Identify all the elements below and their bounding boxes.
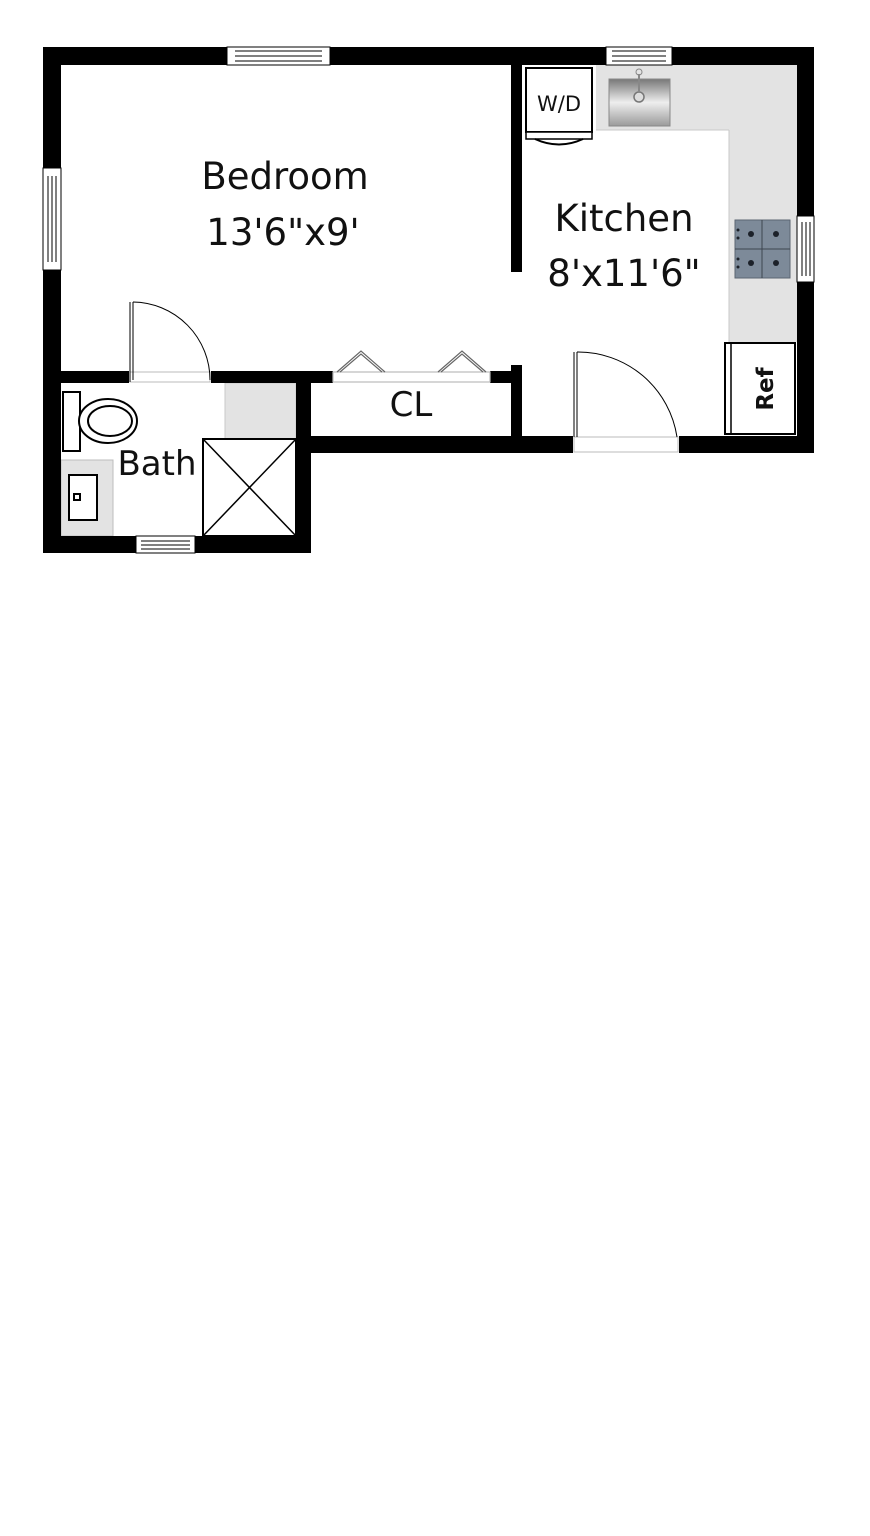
shower xyxy=(202,438,297,537)
window-bedroom-top xyxy=(226,46,331,66)
window-bath-bottom xyxy=(135,535,196,554)
bedroom-name: Bedroom xyxy=(201,155,368,198)
window-bedroom-left xyxy=(42,167,62,271)
washer-dryer: W/D xyxy=(525,67,593,146)
refrigerator-label: Ref xyxy=(753,366,779,410)
washer-dryer-label: W/D xyxy=(537,92,581,116)
kitchen-dimensions: 8'x11'6" xyxy=(547,252,700,295)
kitchen-sink xyxy=(608,68,671,127)
door-closet-bifold[interactable] xyxy=(332,350,491,383)
toilet xyxy=(62,391,138,452)
stove-cooktop xyxy=(734,219,791,279)
window-kitchen-right xyxy=(796,215,815,283)
refrigerator: Ref xyxy=(724,342,796,435)
door-kitchen-entry[interactable] xyxy=(573,351,679,453)
door-bath[interactable] xyxy=(129,301,211,383)
window-kitchen-top xyxy=(605,46,673,66)
bath-name: Bath xyxy=(117,444,196,484)
kitchen-name: Kitchen xyxy=(554,197,693,240)
bath-storage-niche xyxy=(224,382,297,440)
bedroom-dimensions: 13'6"x9' xyxy=(206,211,359,254)
bath-sink xyxy=(68,474,98,521)
closet-name: CL xyxy=(390,385,433,425)
kitchen-counter xyxy=(596,64,798,342)
